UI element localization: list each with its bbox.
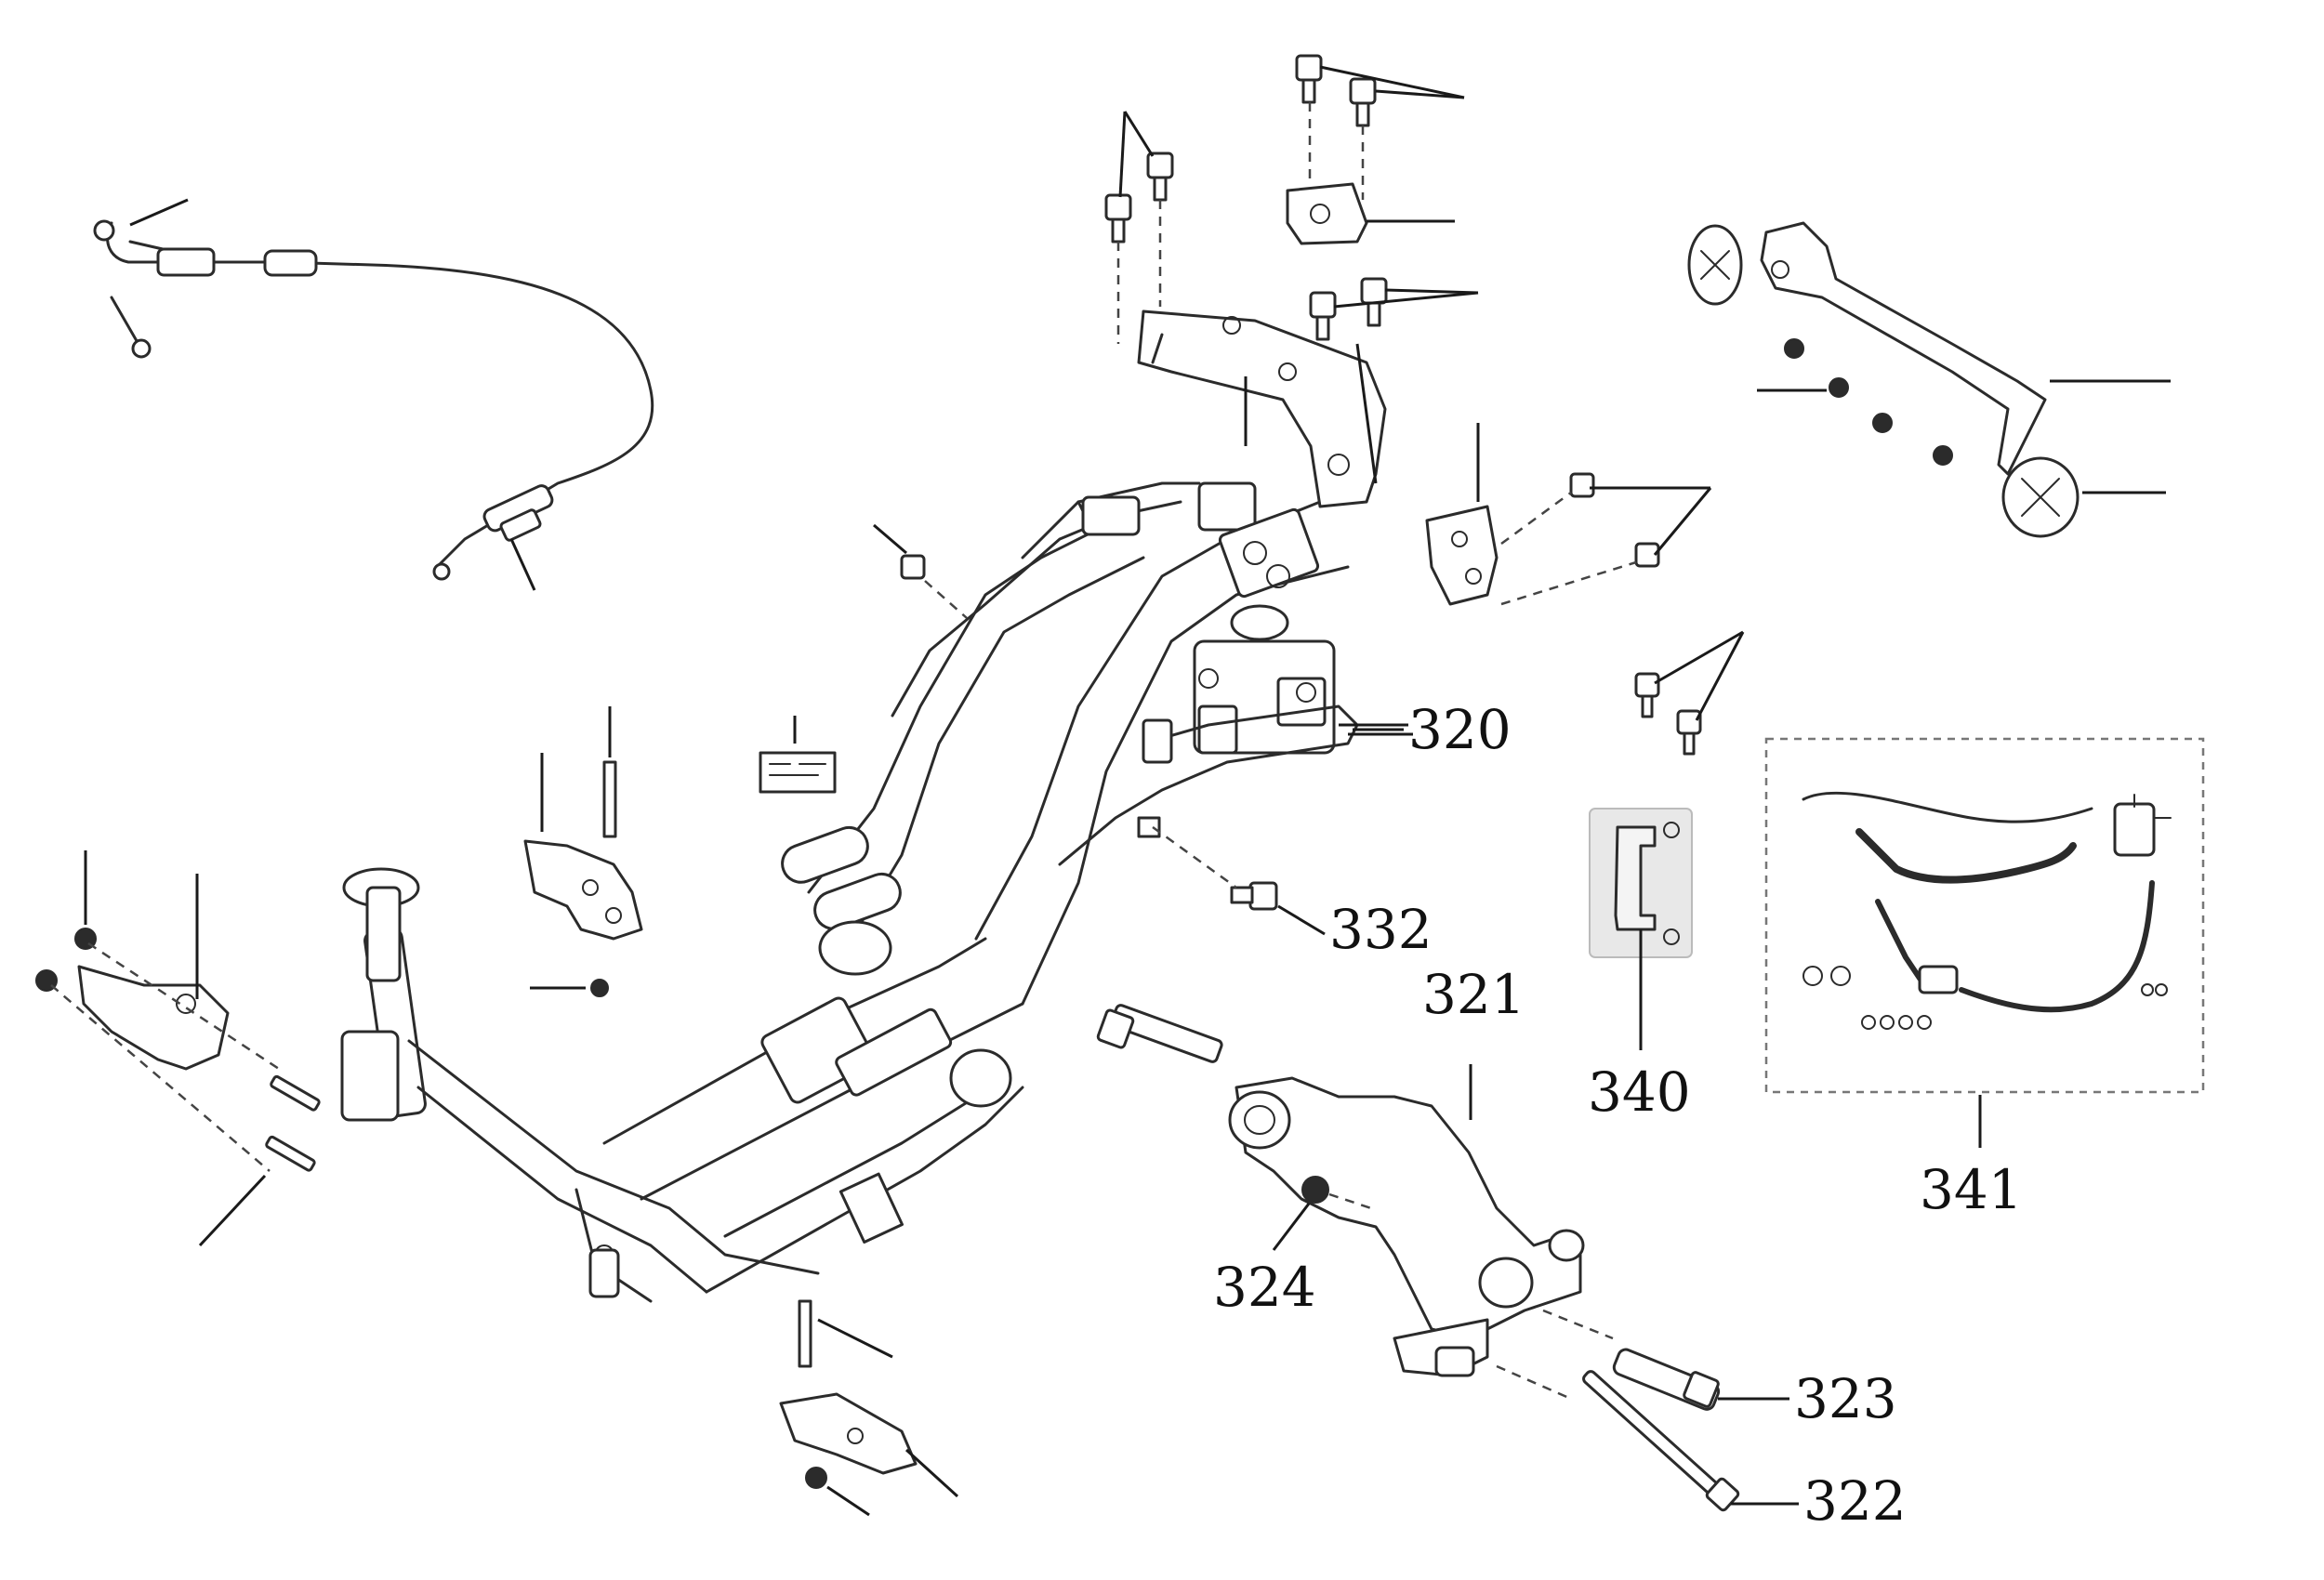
- callout-323: 323: [1794, 1367, 1897, 1430]
- bolt-323: [1542, 1309, 1789, 1411]
- scooter-frame: [340, 481, 1359, 1303]
- nut-324: [1272, 1176, 1372, 1251]
- frame-top-bolt: [873, 523, 968, 619]
- callout-321: 321: [1422, 963, 1525, 1026]
- callout-322: 322: [1803, 1469, 1907, 1533]
- small-bracket: [1425, 423, 1712, 606]
- callout-341: 341: [1920, 1158, 2023, 1221]
- left-footrest-bracket: [35, 850, 321, 1247]
- bolt-332: [1152, 825, 1326, 936]
- callout-340: 340: [1588, 1060, 1691, 1124]
- callout-324: 324: [1213, 1256, 1316, 1319]
- rear-carrier: [1687, 221, 2171, 538]
- bolt-322: [1496, 1364, 1799, 1512]
- callout-332: 332: [1329, 898, 1433, 961]
- top-bracket-assembly: [1104, 54, 1479, 508]
- mid-footrest-bracket: [523, 706, 643, 997]
- bracket-plate: [1589, 808, 1693, 1050]
- throttle-cable: [93, 219, 654, 581]
- bolts-pair: [1634, 630, 1745, 756]
- callout-320: 320: [1408, 698, 1512, 761]
- label-sticker: [759, 751, 837, 794]
- hose-kit: [1764, 737, 2205, 1148]
- engine-hanger: [1096, 1004, 1585, 1377]
- bottom-footrest-bracket: [779, 1299, 959, 1517]
